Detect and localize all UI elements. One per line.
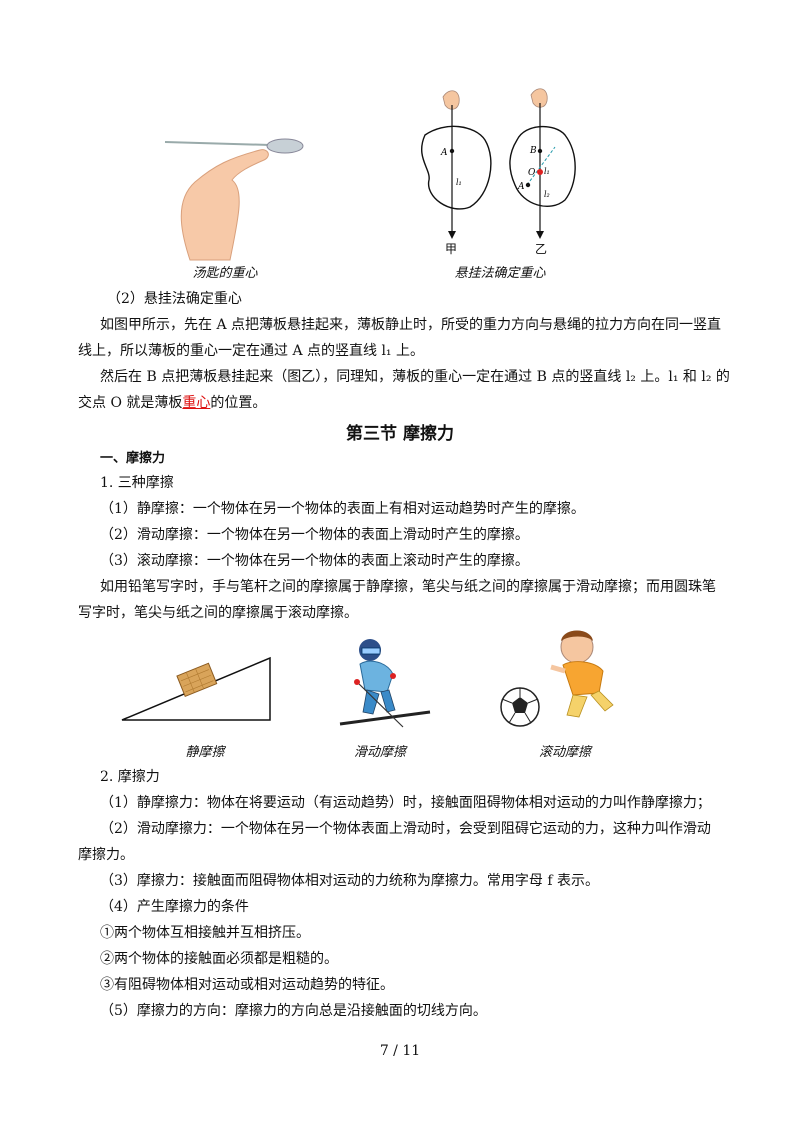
- l1-label: l₁: [456, 178, 462, 187]
- sub-heading-hang: （2）悬挂法确定重心: [107, 291, 242, 307]
- sub-friction-force: 2. 摩擦力: [100, 769, 160, 785]
- example-line-1: 如用铅笔写字时，手与笔杆之间的摩擦属于静摩擦，笔尖与纸之间的摩擦属于滑动摩擦；而…: [100, 579, 716, 595]
- point-b-label: B: [529, 146, 537, 156]
- point-a-label: A: [440, 148, 448, 158]
- item-sliding: （2）滑动摩擦：一个物体在另一个物体的表面上滑动时产生的摩擦。: [100, 527, 529, 543]
- conditions-heading: （4）产生摩擦力的条件: [100, 899, 249, 915]
- rolling-figure: [500, 630, 614, 727]
- def-friction-force: （3）摩擦力：接触面而阻碍物体相对运动的力统称为摩擦力。常用字母 f 表示。: [100, 873, 599, 889]
- para-1-line-1: 如图甲所示，先在 A 点把薄板悬挂起来，薄板静止时，所受的重力方向与悬绳的拉力方…: [100, 317, 722, 333]
- para-2-text-a: 交点 O 就是薄板: [78, 395, 183, 411]
- point-o-label: O: [528, 168, 536, 178]
- l2-label: l₂: [544, 190, 550, 199]
- point-a2-label: A: [517, 182, 525, 192]
- gravity-center-link[interactable]: 重心: [182, 395, 211, 411]
- skier-figure: [339, 639, 431, 728]
- caption-rolling: 滚动摩擦: [538, 745, 591, 760]
- l1-label-b: l₁: [544, 167, 550, 176]
- def-sliding-force-2: 摩擦力。: [78, 847, 134, 863]
- incline-figure: [121, 656, 271, 721]
- caption-sliding: 滑动摩擦: [353, 745, 406, 760]
- item-rolling: （3）滚动摩擦：一个物体在另一个物体的表面上滚动时产生的摩擦。: [100, 553, 529, 569]
- page-number: 7 / 11: [379, 1043, 421, 1059]
- def-static-force: （1）静摩擦力：物体在将要运动（有运动趋势）时，接触面阻碍物体相对运动的力叫作静…: [100, 795, 711, 811]
- heading-friction: 一、摩擦力: [100, 451, 166, 466]
- friction-direction: （5）摩擦力的方向：摩擦力的方向总是沿接触面的切线方向。: [100, 1003, 487, 1019]
- section-title: 第三节 摩擦力: [346, 424, 454, 444]
- condition-2: ②两个物体的接触面必须都是粗糙的。: [100, 951, 338, 967]
- condition-3: ③有阻碍物体相对运动或相对运动趋势的特征。: [100, 977, 394, 993]
- hang-caption: 悬挂法确定重心: [454, 266, 546, 281]
- caption-static: 静摩擦: [185, 745, 225, 760]
- condition-1: ①两个物体互相接触并互相挤压。: [100, 925, 310, 941]
- example-line-2: 写字时，笔尖与纸之间的摩擦属于滚动摩擦。: [78, 605, 358, 621]
- def-sliding-force-1: （2）滑动摩擦力：一个物体在另一个物体表面上滑动时，会受到阻碍它运动的力，这种力…: [100, 821, 711, 837]
- para-1-line-2: 线上，所以薄板的重心一定在通过 A 点的竖直线 l₁ 上。: [78, 343, 424, 359]
- spoon-figure: [164, 138, 304, 261]
- label-yi: 乙: [535, 242, 548, 256]
- hanging-figure: A l₁ B O A l₁ l₂: [420, 88, 576, 239]
- para-2-line-1: 然后在 B 点把薄板悬挂起来（图乙），同理知，薄板的重心一定在通过 B 点的竖直…: [100, 369, 730, 385]
- sub-three-kinds: 1. 三种摩擦: [100, 475, 174, 491]
- para-2-text-b: 的位置。: [210, 395, 267, 411]
- label-jia: 甲: [445, 242, 458, 256]
- spoon-caption: 汤匙的重心: [192, 266, 258, 281]
- item-static: （1）静摩擦：一个物体在另一个物体的表面上有相对运动趋势时产生的摩擦。: [100, 501, 585, 517]
- para-2-line-2: 交点 O 就是薄板重心的位置。: [78, 390, 266, 416]
